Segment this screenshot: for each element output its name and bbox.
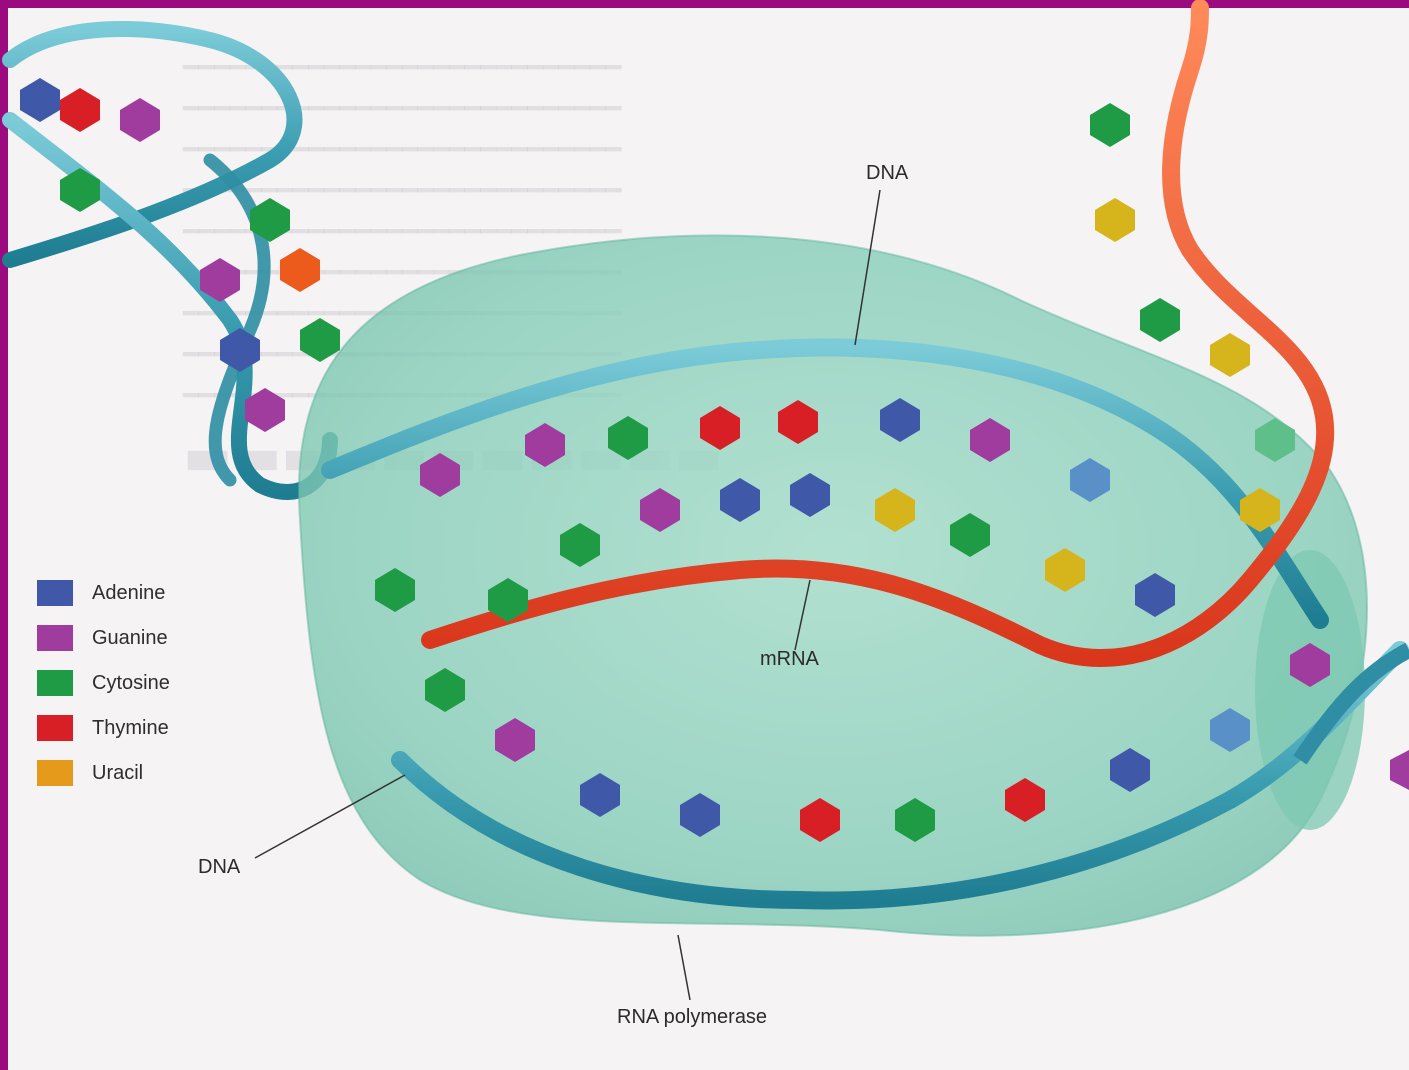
dna-left-label: DNA [198, 856, 240, 879]
cytosine-swatch [37, 670, 73, 696]
legend-label: Cytosine [92, 672, 170, 695]
legend-label: Thymine [92, 717, 169, 740]
legend-label: Guanine [92, 627, 168, 650]
rna-polymerase-label: RNA polymerase [617, 1006, 767, 1029]
uracil-swatch [37, 760, 73, 786]
legend-label: Uracil [92, 762, 143, 785]
thymine-swatch [37, 715, 73, 741]
guanine-swatch [37, 625, 73, 651]
mrna-label: mRNA [760, 648, 819, 671]
dna-top-label: DNA [866, 162, 908, 185]
rna-polymerase-leader [678, 935, 690, 1000]
legend-label: Adenine [92, 582, 165, 605]
adenine-swatch [37, 580, 73, 606]
